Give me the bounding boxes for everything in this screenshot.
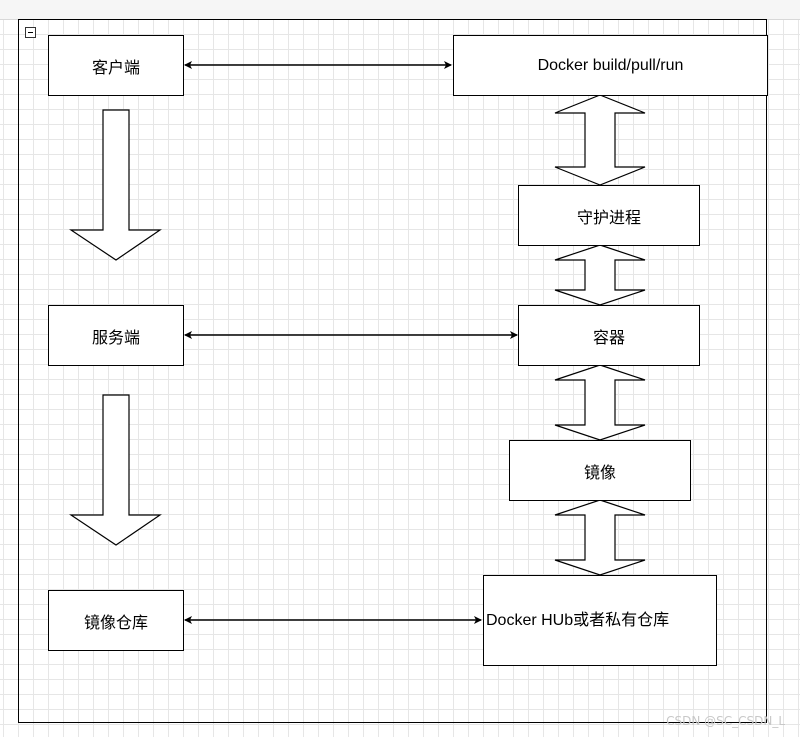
daemon-container-double-arrow [554, 244, 646, 306]
client-node[interactable]: 客户端 [48, 35, 184, 96]
image-node[interactable]: 镜像 [509, 440, 691, 501]
docker-command-node[interactable]: Docker build/pull/run [453, 35, 768, 96]
down-block-arrow-1 [69, 109, 162, 261]
hub-node[interactable]: Docker HUb或者私有仓库 [483, 575, 717, 666]
docker-daemon-double-arrow [554, 94, 646, 186]
image-hub-double-arrow [554, 499, 646, 576]
container-image-double-arrow [554, 364, 646, 441]
container-node[interactable]: 容器 [518, 305, 700, 366]
daemon-node[interactable]: 守护进程 [518, 185, 700, 246]
server-node[interactable]: 服务端 [48, 305, 184, 366]
down-block-arrow-2 [69, 394, 162, 546]
container-frame[interactable] [18, 19, 767, 723]
watermark: CSDN @SC_CSDN_L [666, 714, 785, 728]
registry-node[interactable]: 镜像仓库 [48, 590, 184, 651]
collapse-icon[interactable] [25, 27, 36, 38]
